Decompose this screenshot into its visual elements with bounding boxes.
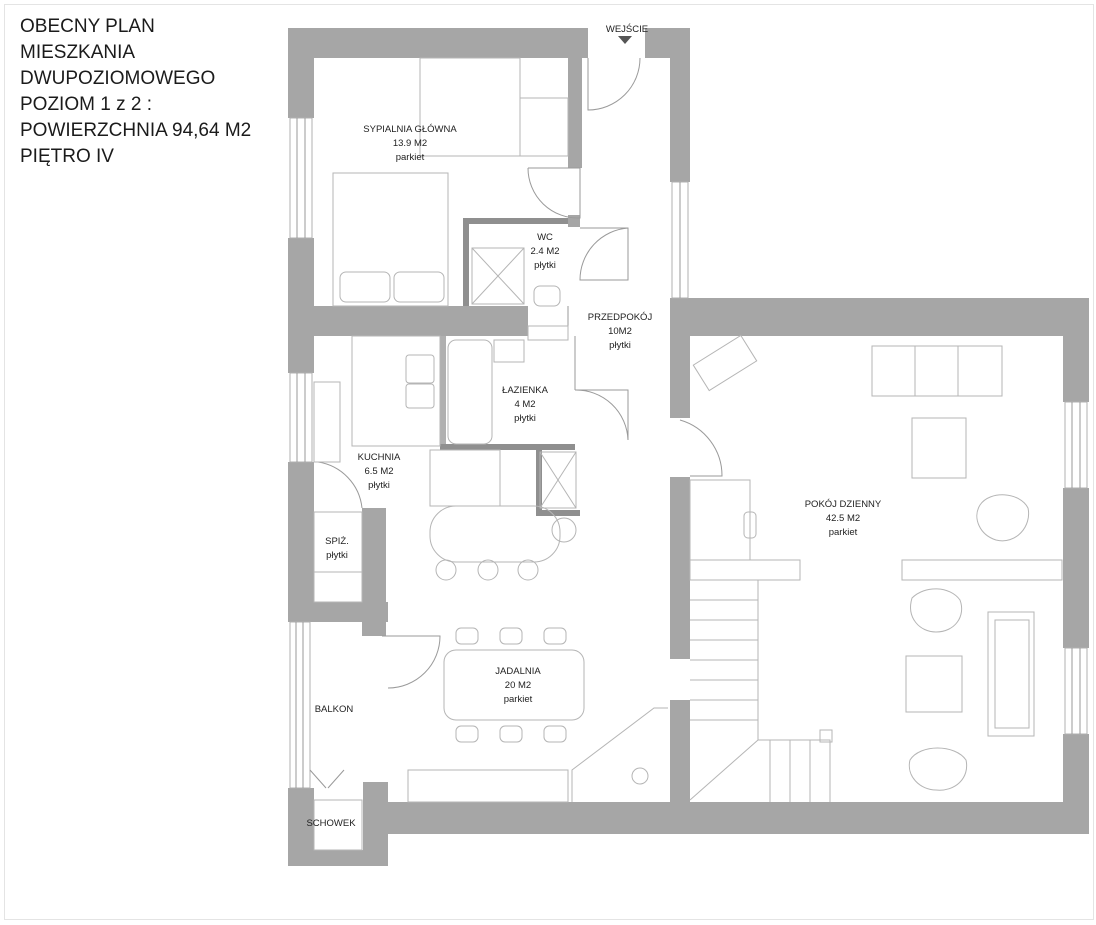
kitchen-furniture bbox=[313, 335, 577, 581]
dining-floor: parkiet bbox=[504, 694, 533, 705]
entrance-arrow-icon bbox=[618, 36, 632, 44]
kitchen-name: KUCHNIA bbox=[358, 452, 401, 463]
windows bbox=[289, 117, 1088, 789]
plan-title: OBECNY PLAN MIESZKANIA DWUPOZIOMOWEGO PO… bbox=[20, 14, 251, 170]
wc-name: WC bbox=[537, 232, 553, 243]
living-area: 42.5 M2 bbox=[826, 513, 860, 524]
title-line-4: POZIOM 1 z 2 : bbox=[20, 94, 152, 115]
kitchen-floor: płytki bbox=[368, 480, 390, 491]
living-furniture bbox=[692, 334, 1063, 791]
bathroom-name: ŁAZIENKA bbox=[502, 385, 549, 396]
wc-floor: płytki bbox=[534, 260, 556, 271]
title-line-2: MIESZKANIA bbox=[20, 42, 136, 63]
living-name: POKÓJ DZIENNY bbox=[805, 499, 882, 510]
bedroom-furniture bbox=[332, 57, 569, 307]
page-frame bbox=[4, 4, 1094, 920]
hall-name: PRZEDPOKÓJ bbox=[588, 312, 653, 323]
dining-furniture bbox=[407, 627, 668, 803]
bed bbox=[332, 172, 449, 307]
title-line-5: POWIERZCHNIA 94,64 M2 bbox=[20, 120, 252, 141]
entrance-label: WEJŚCIE bbox=[606, 23, 648, 35]
dining-name: JADALNIA bbox=[495, 666, 541, 677]
storage-name: SCHOWEK bbox=[306, 818, 356, 829]
storage bbox=[313, 799, 363, 851]
pantry-name: SPIŻ. bbox=[325, 536, 349, 547]
bedroom-floor: parkiet bbox=[396, 152, 425, 163]
dining-area: 20 M2 bbox=[505, 680, 531, 691]
hall-floor: płytki bbox=[609, 340, 631, 351]
stairs bbox=[689, 479, 833, 802]
title-line-6: PIĘTRO IV bbox=[20, 146, 114, 167]
wc-fixtures bbox=[471, 247, 561, 307]
doors bbox=[309, 36, 723, 789]
walls bbox=[288, 28, 1089, 866]
title-line-3: DWUPOZIOMOWEGO bbox=[20, 68, 216, 89]
bedroom-name: SYPIALNIA GŁÓWNA bbox=[363, 124, 457, 135]
pantry bbox=[313, 511, 363, 603]
balcony-name: BALKON bbox=[315, 704, 354, 715]
bathroom-floor: płytki bbox=[514, 413, 536, 424]
title-line-1: OBECNY PLAN bbox=[20, 16, 155, 37]
bathroom-area: 4 M2 bbox=[514, 399, 535, 410]
kitchen-area: 6.5 M2 bbox=[364, 466, 393, 477]
bathroom-fixtures bbox=[447, 325, 577, 509]
room-labels: WEJŚCIE SYPIALNIA GŁÓWNA 13.9 M2 parkiet… bbox=[306, 23, 881, 829]
hall-area: 10M2 bbox=[608, 326, 632, 337]
wc-area: 2.4 M2 bbox=[530, 246, 559, 257]
living-floor: parkiet bbox=[829, 527, 858, 538]
bedroom-area: 13.9 M2 bbox=[393, 138, 427, 149]
pantry-floor: płytki bbox=[326, 550, 348, 561]
